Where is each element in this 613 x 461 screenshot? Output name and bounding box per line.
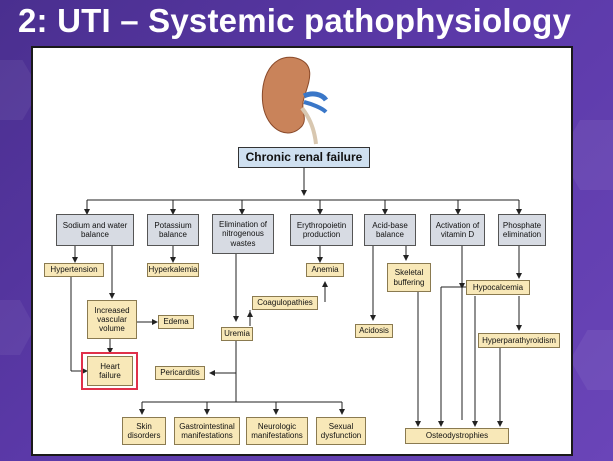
category-acid-base: Acid-base balance [364,214,416,246]
effect-hypertension: Hypertension [44,263,104,277]
effect-acidosis: Acidosis [355,324,393,338]
category-erythropoietin: Erythropoietin production [290,214,353,246]
effect-edema: Edema [158,315,194,329]
category-potassium: Potassium balance [147,214,199,246]
effect-skin-disorders: Skin disorders [122,417,166,445]
category-nitrogenous-wastes: Elimination of nitrogenous wastes [212,214,274,254]
effect-gi-manifestations: Gastrointestinal manifestations [174,417,240,445]
category-phosphate: Phosphate elimination [498,214,546,246]
effect-pericarditis: Pericarditis [155,366,205,380]
effect-coagulopathies: Coagulopathies [252,296,318,310]
effect-skeletal-buffering: Skeletal buffering [387,263,431,292]
effect-increased-vascular-volume: Increased vascular volume [87,300,137,339]
effect-hyperparathyroidism: Hyperparathyroidism [478,333,560,348]
effect-hypocalcemia: Hypocalcemia [466,280,530,295]
slide-title: 2: UTI – Systemic pathophysiology [18,2,572,39]
effect-heart-failure: Heart failure [87,356,133,386]
category-sodium-water: Sodium and water balance [56,214,134,246]
effect-neurologic-manifestations: Neurologic manifestations [246,417,308,445]
category-vitamin-d: Activation of vitamin D [430,214,485,246]
effect-uremia: Uremia [221,327,253,341]
effect-sexual-dysfunction: Sexual dysfunction [316,417,366,445]
kidney-icon [261,56,329,145]
effect-osteodystrophies: Osteodystrophies [405,428,509,444]
heart-failure-highlight [81,352,138,390]
effect-hyperkalemia: Hyperkalemia [147,263,199,277]
effect-anemia: Anemia [306,263,344,277]
root-node: Chronic renal failure [238,147,370,168]
